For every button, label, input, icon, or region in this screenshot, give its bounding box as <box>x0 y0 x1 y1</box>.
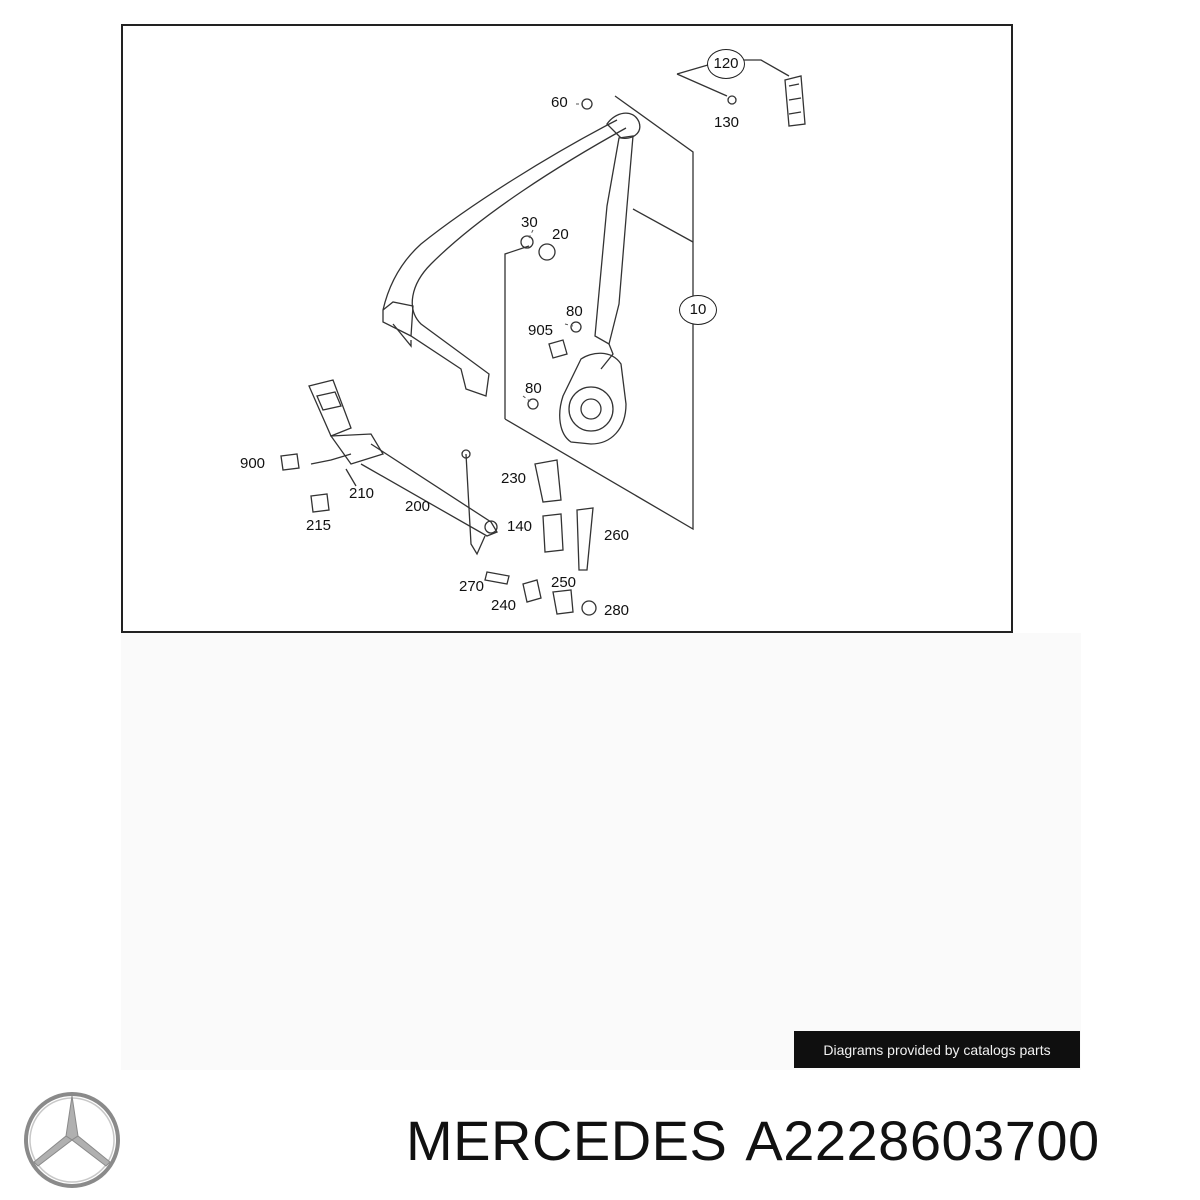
belt-guide <box>382 301 414 337</box>
assembly-frame-left <box>504 245 530 419</box>
bolt-130 <box>727 95 737 105</box>
bolt-270 <box>484 571 510 585</box>
cap-20 <box>538 243 556 261</box>
callout-210: 210 <box>349 485 375 502</box>
retractor <box>559 352 627 445</box>
product-title: MERCEDES A2228603700 <box>406 1108 1118 1173</box>
assembly-frame-upper <box>504 95 694 531</box>
bolt-80b <box>527 398 539 410</box>
callout-60: 60 <box>551 94 568 111</box>
buckle <box>308 379 352 437</box>
callout-20: 20 <box>552 226 569 243</box>
brand-name: MERCEDES <box>406 1109 728 1172</box>
lap-rail-200 <box>360 443 498 537</box>
bracket-250 <box>552 589 574 615</box>
callout-80a: 80 <box>566 303 583 320</box>
callout-240: 240 <box>491 597 517 614</box>
part-number: A2228603700 <box>745 1109 1100 1172</box>
callout-250: 250 <box>551 574 577 591</box>
rod <box>465 453 486 556</box>
belt-webbing <box>382 119 627 397</box>
connector-215 <box>310 493 330 513</box>
callout-140: 140 <box>507 518 533 535</box>
callout-905: 905 <box>528 322 554 339</box>
callout-230: 230 <box>501 470 527 487</box>
belt-vertical <box>594 135 634 345</box>
callout-260: 260 <box>604 527 630 544</box>
leader-130 <box>676 73 728 97</box>
callout-80b: 80 <box>525 380 542 397</box>
callout-215: 215 <box>306 517 332 534</box>
callout-10: 10 <box>679 295 717 325</box>
nut-280 <box>581 600 597 616</box>
callout-270: 270 <box>459 578 485 595</box>
callout-900: 900 <box>240 455 266 472</box>
cable-210 <box>310 453 357 487</box>
bolt-80a <box>570 321 582 333</box>
cover-140 <box>542 513 564 553</box>
seatbelt-diagram <box>280 59 806 616</box>
connector-900 <box>280 453 300 471</box>
part-30 <box>520 235 534 249</box>
callout-130: 130 <box>714 114 740 131</box>
shoulder-guide <box>606 112 641 140</box>
assembly-frame-right <box>632 208 694 243</box>
bracket-240 <box>522 579 542 603</box>
lower-background <box>121 633 1081 1070</box>
mercedes-star-icon <box>24 1092 120 1188</box>
retractor-spool <box>568 386 614 432</box>
diagram-frame <box>121 24 1013 633</box>
cover-260 <box>576 507 594 571</box>
bracket-120 <box>784 75 806 127</box>
callout-30: 30 <box>521 214 538 231</box>
clip-905 <box>548 339 568 359</box>
credit-badge: Diagrams provided by catalogs parts <box>794 1031 1080 1068</box>
bolt-60 <box>581 98 593 110</box>
callout-200: 200 <box>405 498 431 515</box>
cover-230 <box>534 459 562 503</box>
callout-280: 280 <box>604 602 630 619</box>
buckle-base <box>329 433 384 465</box>
lap-belt-loop <box>392 323 412 348</box>
callout-120: 120 <box>707 49 745 79</box>
